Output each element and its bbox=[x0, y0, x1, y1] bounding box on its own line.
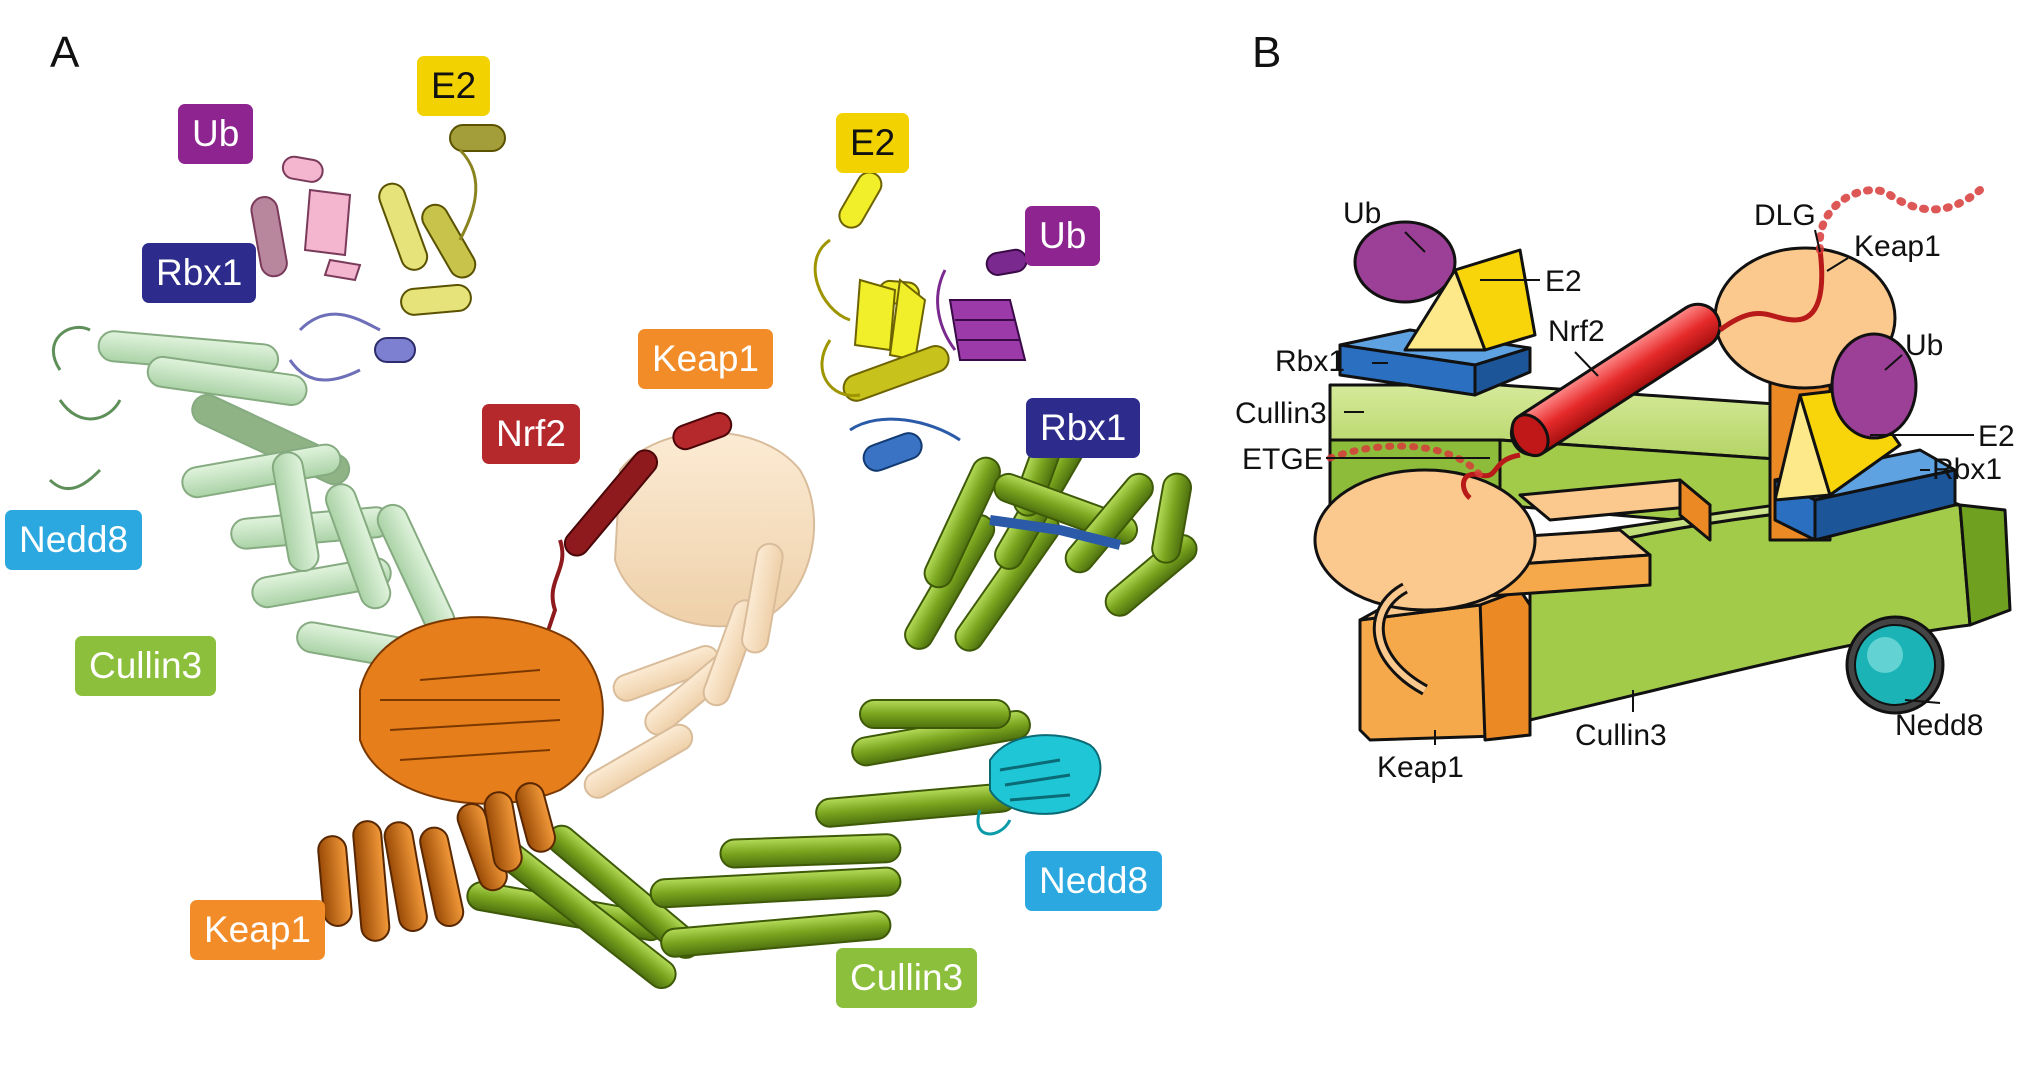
schematic-diagram: Ub E2 Rbx1 Cullin3 ETGE Nrf2 DLG Keap1 U… bbox=[1235, 186, 2015, 784]
panel-b: B bbox=[1230, 0, 2032, 1066]
label-left-cullin3: Cullin3 bbox=[75, 636, 217, 696]
sch-label-ub-right: Ub bbox=[1905, 329, 1943, 362]
nrf2-linker-dlg bbox=[1718, 249, 1825, 333]
nrf2-structure bbox=[538, 411, 733, 651]
panel-a-letter: A bbox=[50, 28, 80, 77]
nrf2-dotted-etge bbox=[1326, 442, 1484, 479]
label-right-rbx1: Rbx1 bbox=[1026, 398, 1141, 458]
label-nrf2: Nrf2 bbox=[482, 404, 580, 464]
schematic-text-group: Ub E2 Rbx1 Cullin3 ETGE Nrf2 DLG Keap1 U… bbox=[1235, 197, 2015, 784]
right-ub-structure bbox=[936, 248, 1028, 361]
right-cullin3-helices bbox=[466, 400, 1198, 990]
keap1-lower-ellipse bbox=[1313, 468, 1537, 696]
label-left-rbx1: Rbx1 bbox=[142, 243, 257, 303]
sch-label-cullin3-bottom: Cullin3 bbox=[1575, 719, 1667, 752]
label-left-keap1: Keap1 bbox=[190, 900, 325, 960]
label-left-e2: E2 bbox=[417, 56, 491, 116]
label-right-cullin3: Cullin3 bbox=[836, 948, 978, 1008]
ub-right-schematic bbox=[1830, 332, 1918, 440]
right-e2-structure bbox=[813, 171, 950, 402]
sch-label-e2-left: E2 bbox=[1545, 265, 1582, 298]
sch-label-e2-right: E2 bbox=[1978, 420, 2015, 453]
structure-illustration bbox=[48, 124, 1198, 990]
e2-left-schematic bbox=[1403, 248, 1537, 352]
sch-label-cullin3-left: Cullin3 bbox=[1235, 397, 1327, 430]
sch-label-nedd8: Nedd8 bbox=[1895, 709, 1983, 742]
right-nedd8-structure bbox=[976, 734, 1102, 836]
schematic-leader-lines bbox=[1326, 229, 1974, 745]
left-cullin3-loops bbox=[48, 325, 122, 491]
left-e2-structure bbox=[378, 124, 506, 316]
sch-label-keap1-top: Keap1 bbox=[1854, 230, 1941, 263]
sch-label-ub-left: Ub bbox=[1343, 197, 1381, 230]
left-ub-structure bbox=[250, 155, 362, 282]
ub-left-schematic bbox=[1353, 220, 1457, 304]
panel-a: A bbox=[5, 28, 1198, 1008]
left-cullin3-helices bbox=[97, 330, 456, 673]
sch-label-keap1-bottom: Keap1 bbox=[1377, 751, 1464, 784]
sch-label-dlg: DLG bbox=[1754, 199, 1816, 232]
nedd8-schematic bbox=[1845, 615, 1945, 715]
nrf2-dotted-tail bbox=[1815, 186, 1984, 254]
nrf2-cylinder bbox=[1509, 302, 1722, 458]
label-left-nedd8: Nedd8 bbox=[5, 510, 143, 570]
sch-label-nrf2: Nrf2 bbox=[1548, 315, 1605, 348]
sch-label-rbx1-left: Rbx1 bbox=[1275, 345, 1345, 378]
left-keap1-structure bbox=[317, 616, 604, 942]
label-left-ub: Ub bbox=[178, 104, 254, 164]
label-right-nedd8: Nedd8 bbox=[1025, 851, 1163, 911]
label-right-ub: Ub bbox=[1025, 206, 1101, 266]
left-rbx1-structure bbox=[288, 312, 416, 382]
label-right-e2: E2 bbox=[836, 113, 910, 173]
sch-label-etge: ETGE bbox=[1242, 443, 1324, 476]
right-rbx1-structure bbox=[849, 417, 1122, 550]
sch-label-rbx1-right: Rbx1 bbox=[1932, 453, 2002, 486]
panel-b-letter: B bbox=[1252, 28, 1282, 77]
label-right-keap1: Keap1 bbox=[638, 329, 773, 389]
